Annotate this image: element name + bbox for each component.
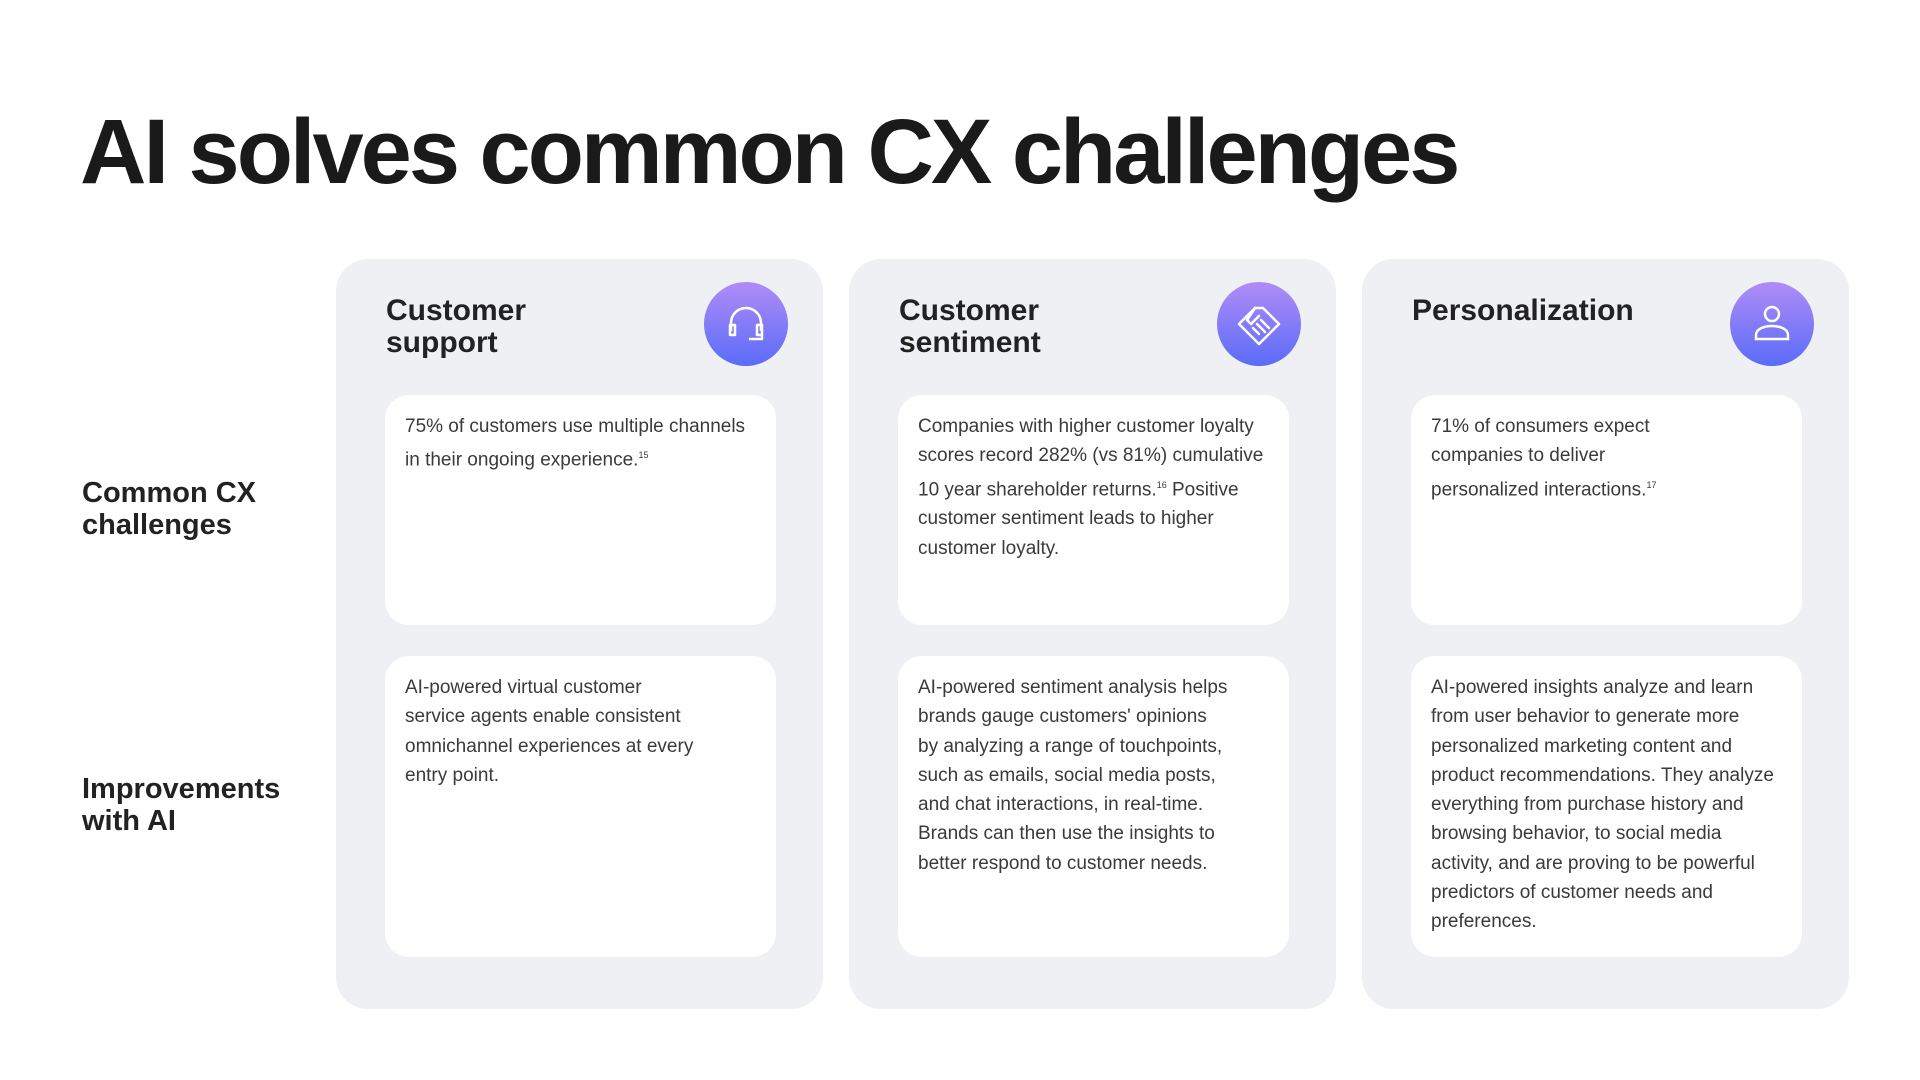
row-label-improvements: Improvements with AI bbox=[82, 773, 281, 837]
handshake-icon bbox=[1217, 282, 1301, 366]
challenge-box: Companies with higher customer loyalty s… bbox=[898, 395, 1289, 625]
improvement-box: AI-powered insights analyze and learn fr… bbox=[1411, 656, 1802, 957]
improvement-box: AI-powered virtual customer service agen… bbox=[385, 656, 776, 957]
row-label-challenges: Common CX challenges bbox=[82, 477, 256, 541]
person-icon bbox=[1730, 282, 1814, 366]
card-heading: Customer support bbox=[386, 294, 527, 359]
improvement-text: AI-powered insights analyze and learn fr… bbox=[1431, 677, 1774, 933]
footnote-ref: 17 bbox=[1646, 479, 1657, 490]
card-personalization: Personalization 71% of consumers expect … bbox=[1362, 259, 1849, 1009]
challenge-text: 75% of customers use multiple channels i… bbox=[405, 416, 746, 471]
challenge-box: 71% of consumers expect companies to del… bbox=[1411, 395, 1802, 625]
footnote-ref: 15 bbox=[638, 450, 649, 461]
card-heading: Customer sentiment bbox=[899, 294, 1041, 359]
challenge-text-tail: Positive customer sentiment leads to hig… bbox=[918, 478, 1239, 559]
card-heading: Personalization bbox=[1412, 294, 1634, 327]
page-title: AI solves common CX challenges bbox=[80, 101, 1460, 203]
challenge-text: Companies with higher customer loyalty s… bbox=[918, 416, 1264, 500]
challenge-box: 75% of customers use multiple channels i… bbox=[385, 395, 776, 625]
headset-icon bbox=[704, 282, 788, 366]
improvement-text: AI-powered sentiment analysis helps bran… bbox=[918, 677, 1228, 874]
challenge-text: 71% of consumers expect companies to del… bbox=[1431, 416, 1650, 500]
footnote-ref: 16 bbox=[1156, 479, 1167, 490]
improvement-text: AI-powered virtual customer service agen… bbox=[405, 677, 694, 786]
card-customer-sentiment: Customer sentiment Companies with higher… bbox=[849, 259, 1336, 1009]
improvement-box: AI-powered sentiment analysis helps bran… bbox=[898, 656, 1289, 957]
card-customer-support: Customer support 75% of customers use mu… bbox=[336, 259, 823, 1009]
